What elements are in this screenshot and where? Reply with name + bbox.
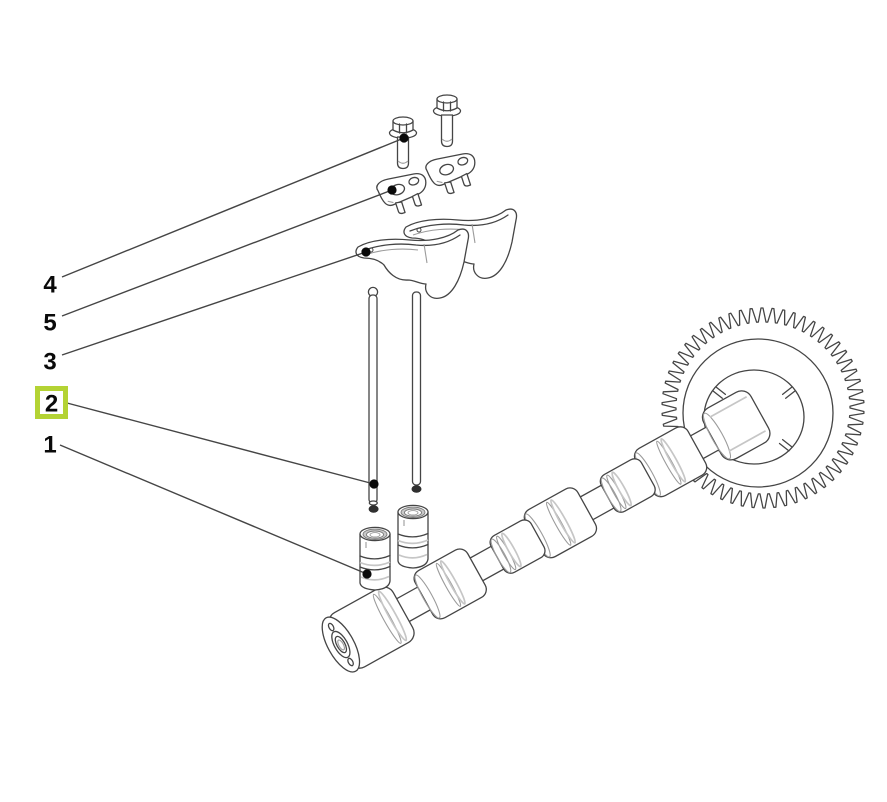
leader-line-4 (61, 137, 405, 278)
leader-dot-2 (369, 479, 379, 489)
leader-dot-5 (387, 185, 397, 195)
callout-leader-lines (59, 133, 409, 579)
pushrod-part-left (367, 286, 379, 513)
flange-bolt-part-right (432, 94, 462, 148)
valve-lifter-part-left (359, 526, 391, 591)
callout-1[interactable]: 1 (43, 432, 56, 459)
callout-label-4[interactable]: 4 (43, 272, 57, 299)
leader-dot-1 (362, 569, 372, 579)
callout-5[interactable]: 5 (43, 310, 56, 337)
leader-line-5 (61, 189, 393, 317)
callout-2-highlight-box (35, 386, 68, 419)
callout-label-2[interactable]: 2 (45, 391, 58, 418)
rocker-support-part-right (423, 147, 483, 200)
camshaft-part (321, 390, 771, 673)
callout-2[interactable]: 2 (35, 386, 68, 419)
callout-3[interactable]: 3 (43, 349, 56, 376)
callout-4[interactable]: 4 (43, 272, 57, 299)
leader-dot-3 (361, 247, 371, 257)
leader-line-1 (59, 444, 368, 575)
callout-label-1[interactable]: 1 (43, 432, 56, 459)
camshaft-front-face (321, 616, 361, 673)
leader-dot-4 (399, 133, 409, 143)
pushrod-part-right (411, 291, 422, 493)
valve-lifter-part-right (397, 504, 429, 569)
callout-label-3[interactable]: 3 (43, 349, 56, 376)
callout-label-5[interactable]: 5 (43, 310, 56, 337)
leader-line-3 (61, 251, 367, 356)
leader-line-2 (66, 402, 375, 485)
